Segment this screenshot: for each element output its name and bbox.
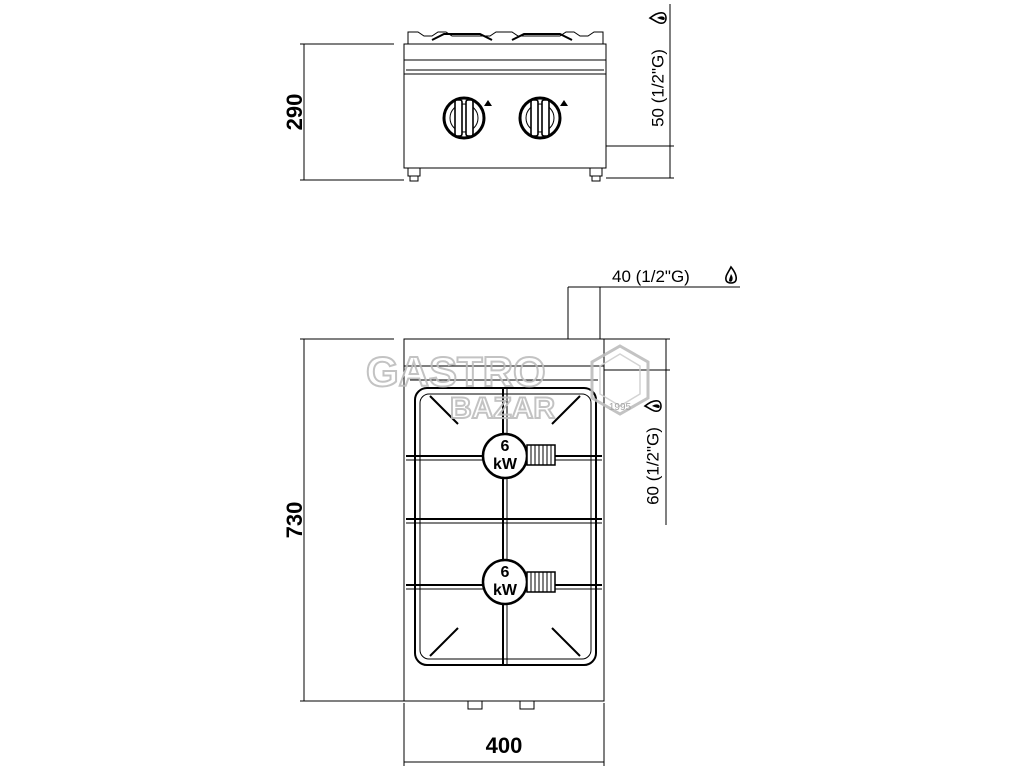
burner-2-knob	[526, 571, 556, 593]
gas-flame-icon	[725, 266, 738, 284]
front-gas-label: 50 (1/2"G)	[648, 49, 667, 127]
watermark-line1: GASTRO	[366, 348, 546, 395]
front-view: 290 50 (1/2"G)	[282, 4, 674, 182]
burner-1: 6 kW	[481, 432, 556, 480]
burner-1-knob	[526, 444, 556, 466]
gas-flame-icon	[644, 399, 662, 412]
burner-2-power: 6	[501, 564, 510, 581]
top-gas-dimension: 40 (1/2"G)	[567, 266, 740, 339]
burner-2-unit: kW	[493, 582, 518, 599]
depth-dimension: 730	[282, 338, 404, 702]
height-label: 290	[282, 94, 307, 131]
front-knob-left	[442, 96, 492, 140]
front-knob-right	[518, 96, 568, 140]
watermark-year: 1995	[609, 402, 632, 413]
side-gas-dimension: 60 (1/2"G)	[604, 338, 670, 525]
top-view: 6 kW 6 kW	[282, 266, 740, 766]
watermark: GASTRO BAZAR 1995	[365, 344, 650, 426]
width-dimension: 400	[403, 703, 605, 766]
gas-flame-icon	[649, 11, 667, 24]
burner-2: 6 kW	[481, 558, 556, 606]
height-dimension: 290	[282, 43, 404, 181]
width-label: 400	[486, 733, 523, 758]
burner-1-unit: kW	[493, 456, 518, 473]
side-gas-label: 60 (1/2"G)	[643, 427, 662, 505]
top-gas-label: 40 (1/2"G)	[612, 267, 690, 286]
depth-label: 730	[282, 502, 307, 539]
watermark-seal: 1995	[590, 344, 650, 416]
front-gas-dimension: 50 (1/2"G)	[606, 4, 674, 179]
watermark-line2: BAZAR	[450, 392, 555, 425]
burner-1-power: 6	[501, 438, 510, 455]
